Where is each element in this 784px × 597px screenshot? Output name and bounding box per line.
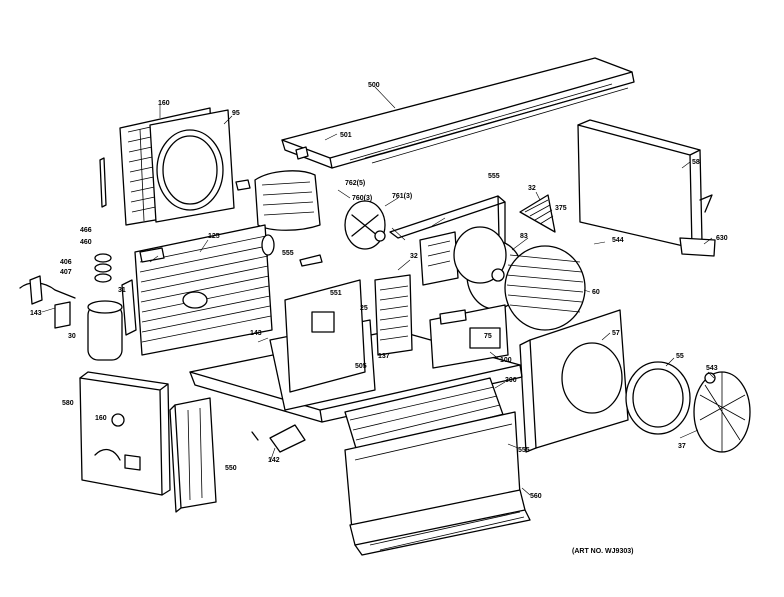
fan-motor-assembly bbox=[235, 170, 386, 250]
electrical-box bbox=[79, 371, 171, 496]
part-label-375: 375 bbox=[555, 205, 567, 212]
condenser-grille bbox=[99, 107, 235, 226]
part-label-83: 83 bbox=[520, 233, 528, 240]
condenser-coil bbox=[134, 224, 275, 356]
part-label-32-top: 32 bbox=[528, 185, 536, 192]
part-label-406: 406 bbox=[60, 259, 72, 266]
part-label-300: 300 bbox=[505, 377, 517, 384]
part-label-551: 551 bbox=[330, 290, 342, 297]
part-label-143-mid: 143 bbox=[250, 330, 262, 337]
part-label-60: 60 bbox=[592, 289, 600, 296]
part-label-555-mid: 555 bbox=[282, 250, 294, 257]
right-side-panel bbox=[577, 119, 716, 257]
part-label-762: 762(5) bbox=[345, 180, 365, 187]
part-label-31: 31 bbox=[118, 287, 126, 294]
part-label-160-top: 160 bbox=[158, 100, 170, 107]
scroll-housing bbox=[519, 309, 629, 453]
part-label-460: 460 bbox=[80, 239, 92, 246]
part-label-555-top: 555 bbox=[488, 173, 500, 180]
part-label-630: 630 bbox=[716, 235, 728, 242]
part-label-501: 501 bbox=[340, 132, 352, 139]
fan-blade bbox=[625, 361, 751, 453]
part-label-137: 137 bbox=[378, 353, 390, 360]
part-label-555-bottom: 555 bbox=[518, 447, 530, 454]
part-label-32-mid: 32 bbox=[410, 253, 418, 260]
part-label-25: 25 bbox=[360, 305, 368, 312]
part-label-505: 505 bbox=[355, 363, 367, 370]
part-label-125: 125 bbox=[208, 233, 220, 240]
part-label-160-box: 160 bbox=[95, 415, 107, 422]
part-label-30: 30 bbox=[68, 333, 76, 340]
part-label-580: 580 bbox=[62, 400, 74, 407]
part-label-100: 100 bbox=[500, 357, 512, 364]
control-board bbox=[429, 304, 509, 369]
part-label-57: 57 bbox=[612, 330, 620, 337]
part-label-407: 407 bbox=[60, 269, 72, 276]
evaporator-coil bbox=[344, 377, 531, 556]
control-frame bbox=[389, 194, 556, 286]
part-label-143-left: 143 bbox=[30, 310, 42, 317]
top-cover-panel bbox=[281, 57, 635, 169]
small-bracket bbox=[251, 424, 306, 453]
part-label-500: 500 bbox=[368, 82, 380, 89]
part-label-550: 550 bbox=[225, 465, 237, 472]
part-label-560: 560 bbox=[530, 493, 542, 500]
part-label-760: 760(3) bbox=[352, 195, 372, 202]
part-label-95: 95 bbox=[232, 110, 240, 117]
part-labels: 500 501 160 125 95 58 630 760(3) 762(5) … bbox=[30, 82, 728, 500]
side-bracket bbox=[169, 397, 217, 513]
part-label-544: 544 bbox=[612, 237, 624, 244]
leader-lines bbox=[41, 86, 715, 496]
part-label-75: 75 bbox=[484, 333, 492, 340]
part-label-761: 761(3) bbox=[392, 193, 412, 200]
small-parts bbox=[29, 247, 323, 305]
part-label-58: 58 bbox=[692, 159, 700, 166]
part-label-55: 55 bbox=[676, 353, 684, 360]
part-label-37: 37 bbox=[678, 443, 686, 450]
part-label-543: 543 bbox=[706, 365, 718, 372]
blower-wheel bbox=[453, 226, 586, 331]
art-number-label: (ART NO. WJ9303) bbox=[572, 548, 633, 555]
part-label-466: 466 bbox=[80, 227, 92, 234]
part-label-142: 142 bbox=[268, 457, 280, 464]
partition-wall bbox=[284, 274, 413, 393]
